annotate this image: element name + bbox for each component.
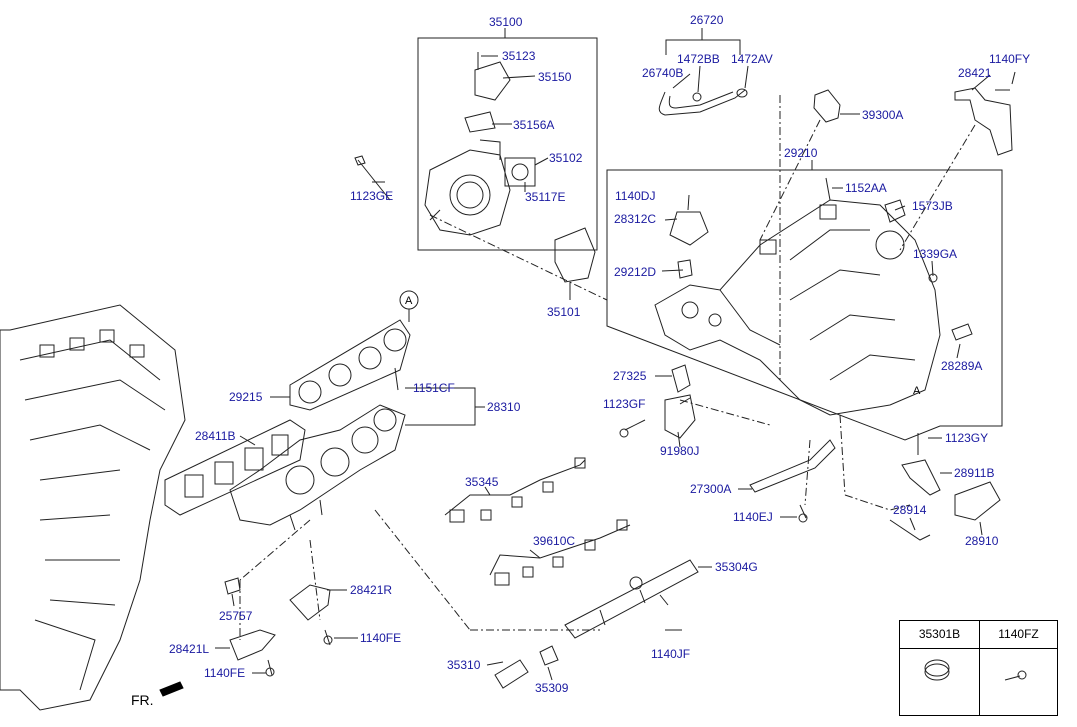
legend-part-1140fz xyxy=(1004,670,1027,681)
sensor-27325 xyxy=(671,364,691,393)
label-1151cf[interactable]: 1151CF xyxy=(413,381,455,395)
legend-header-35301b[interactable]: 35301B xyxy=(918,627,961,641)
front-direction-label: FR. xyxy=(131,692,154,708)
legend-header-1140fz[interactable]: 1140FZ xyxy=(998,627,1039,641)
label-28914[interactable]: 28914 xyxy=(893,503,927,517)
label-91980j[interactable]: 91980J xyxy=(660,444,700,458)
label-35310[interactable]: 35310 xyxy=(447,658,481,672)
hose-28914 xyxy=(889,519,931,541)
label-a-right[interactable]: A xyxy=(913,385,921,397)
label-1123gf[interactable]: 1123GF xyxy=(603,397,646,411)
label-35150[interactable]: 35150 xyxy=(538,70,572,84)
label-1472av[interactable]: 1472AV xyxy=(731,52,773,66)
fr-arrow-icon xyxy=(159,681,184,697)
label-35102[interactable]: 35102 xyxy=(549,151,583,165)
label-28312c[interactable]: 28312C xyxy=(614,212,657,226)
label-28411b[interactable]: 28411B xyxy=(195,429,236,443)
exhaust-manifold xyxy=(229,404,406,531)
label-1472bb[interactable]: 1472BB xyxy=(677,52,720,66)
label-1140ej[interactable]: 1140EJ xyxy=(733,510,773,524)
label-1140fy[interactable]: 1140FY xyxy=(989,52,1031,66)
label-25757[interactable]: 25757 xyxy=(219,609,253,623)
label-1152aa[interactable]: 1152AA xyxy=(845,181,887,195)
legend-divider-vertical xyxy=(979,621,980,715)
label-28911b[interactable]: 28911B xyxy=(954,466,995,480)
label-35123[interactable]: 35123 xyxy=(502,49,536,63)
label-28910[interactable]: 28910 xyxy=(965,534,999,548)
label-29215[interactable]: 29215 xyxy=(229,390,263,404)
label-35156a[interactable]: 35156A xyxy=(513,118,555,132)
sensor-25757 xyxy=(224,577,241,595)
intake-manifold xyxy=(654,199,941,416)
label-35100[interactable]: 35100 xyxy=(489,15,523,29)
gasket-29215 xyxy=(289,319,411,411)
label-1339ga[interactable]: 1339GA xyxy=(913,247,958,261)
label-28289a[interactable]: 28289A xyxy=(941,359,983,373)
hose-26720 xyxy=(658,88,748,116)
label-35117e[interactable]: 35117E xyxy=(525,190,566,204)
label-26720[interactable]: 26720 xyxy=(690,13,724,27)
label-27300a[interactable]: 27300A xyxy=(690,482,732,496)
label-28421l[interactable]: 28421L xyxy=(169,642,210,656)
gasket-28411b xyxy=(164,419,306,516)
label-27325[interactable]: 27325 xyxy=(613,369,647,383)
label-39300a[interactable]: 39300A xyxy=(862,108,904,122)
sensor-39300a xyxy=(813,89,841,123)
bracket-28421l xyxy=(229,629,276,661)
legend-divider-horizontal xyxy=(900,648,1057,649)
valve-28910 xyxy=(954,481,1001,521)
harness-35345 xyxy=(444,459,586,516)
bracket-91980j xyxy=(664,394,696,439)
label-1140fe-right[interactable]: 1140FE xyxy=(360,631,402,645)
label-35304g[interactable]: 35304G xyxy=(715,560,758,574)
label-1573jb[interactable]: 1573JB xyxy=(912,199,953,213)
bracket-28421r xyxy=(289,584,331,621)
bolt-1123ge xyxy=(354,155,391,201)
label-35101[interactable]: 35101 xyxy=(547,305,581,319)
throttle-body-box xyxy=(417,37,598,251)
label-26740b[interactable]: 26740B xyxy=(642,66,684,80)
label-29210[interactable]: 29210 xyxy=(784,146,818,160)
gasket-35101 xyxy=(554,227,596,283)
label-35345[interactable]: 35345 xyxy=(465,475,499,489)
throttle-body xyxy=(424,52,536,236)
clip-35309 xyxy=(539,645,559,666)
engine-block xyxy=(0,304,186,711)
injector-35310 xyxy=(494,659,529,689)
label-28421[interactable]: 28421 xyxy=(958,66,992,80)
legend-table: 35301B 1140FZ xyxy=(899,620,1058,716)
label-1140fe-left[interactable]: 1140FE xyxy=(204,666,246,680)
bracket-27300a xyxy=(749,439,836,493)
legend-part-35301b xyxy=(924,659,950,681)
bracket-28421 xyxy=(954,87,1013,156)
bracket-28911b xyxy=(901,459,941,496)
label-1140jf[interactable]: 1140JF xyxy=(651,647,691,661)
label-35309[interactable]: 35309 xyxy=(535,681,569,695)
fuel-rail xyxy=(564,559,699,639)
label-28310[interactable]: 28310 xyxy=(487,400,521,414)
harness-39610c xyxy=(489,524,631,576)
label-29212d[interactable]: 29212D xyxy=(614,265,657,279)
label-28421r[interactable]: 28421R xyxy=(350,583,393,597)
label-39610c[interactable]: 39610C xyxy=(533,534,576,548)
intake-manifold-box xyxy=(606,169,1003,441)
label-1123gy[interactable]: 1123GY xyxy=(945,431,989,445)
label-1123ge[interactable]: 1123GE xyxy=(350,189,394,203)
label-a-left[interactable]: A xyxy=(405,295,413,307)
label-1140dj[interactable]: 1140DJ xyxy=(615,189,656,203)
